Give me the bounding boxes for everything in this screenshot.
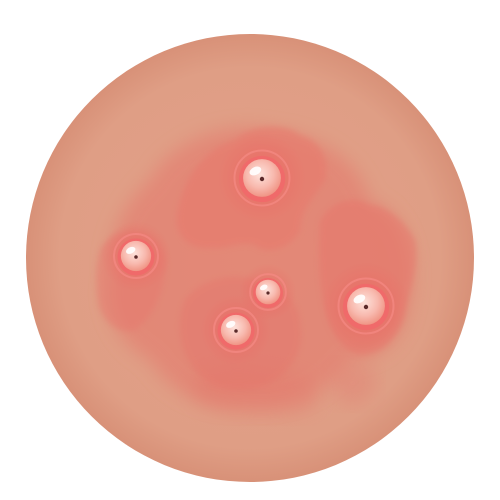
lesion-center-lower — [200, 294, 272, 366]
lesion-outer-ring — [233, 149, 291, 207]
lesion-outer-ring — [113, 233, 159, 279]
lesion-highlight — [126, 246, 136, 254]
lesion-outer-ring — [213, 307, 259, 353]
lesion-left — [100, 220, 172, 292]
lesion-highlight — [259, 284, 268, 291]
lesion-outer-ring — [249, 273, 287, 311]
lesion-top — [218, 134, 306, 222]
lesion-highlight — [353, 294, 366, 304]
lesion-pore — [234, 329, 238, 333]
lesion-highlight — [226, 320, 236, 328]
lesion-pore — [259, 176, 265, 182]
lesion-pore — [363, 304, 369, 310]
lesion-highlight — [249, 166, 262, 176]
lesion-outer-ring — [337, 277, 395, 335]
lesion-pore — [134, 255, 138, 259]
lesion-pore — [266, 291, 270, 295]
lesion-right — [322, 262, 410, 350]
